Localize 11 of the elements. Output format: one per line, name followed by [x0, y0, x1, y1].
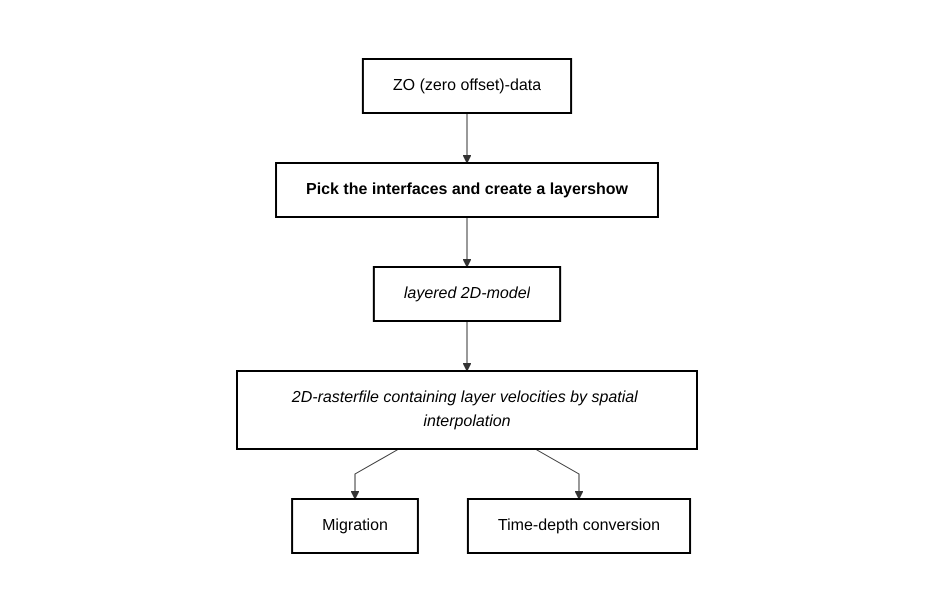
arrow	[350, 448, 399, 500]
arrow	[462, 320, 471, 372]
node-box: layered 2D-model	[372, 266, 561, 322]
node-box: Migration	[290, 498, 418, 554]
arrow	[462, 216, 471, 268]
node-box: 2D-rasterfile containing layer velocities by spatial interpolation	[236, 370, 698, 450]
node-box: Time-depth conversion	[466, 498, 691, 554]
arrow	[462, 112, 471, 164]
node-box: Pick the interfaces and create a layershow	[274, 162, 658, 218]
node-box: ZO (zero offset)-data	[361, 58, 572, 114]
arrow	[534, 448, 583, 500]
